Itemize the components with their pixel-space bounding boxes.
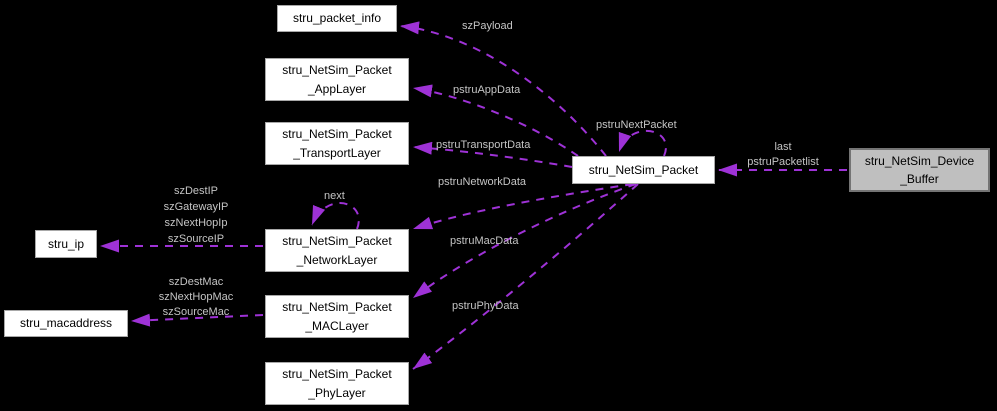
edge-label-pstruappdata: pstruAppData [453, 84, 521, 96]
edge-label-next: next [324, 190, 345, 202]
edge-label-pstrutransportdata: pstruTransportData [436, 139, 531, 151]
edge-label-mac-fields: szDestMac szNextHopMac szSourceMac [158, 276, 234, 318]
node-stru-netsim-packet-applayer[interactable]: stru_NetSim_Packet _AppLayer [265, 58, 409, 101]
edge-pstrumacdata-arrow [412, 183, 637, 299]
node-stru-netsim-packet[interactable]: stru_NetSim_Packet [572, 156, 715, 184]
node-stru-ip[interactable]: stru_ip [35, 230, 97, 258]
edge-next-self-loop [311, 202, 360, 230]
edge-pstrunetworkdata-arrow [412, 183, 634, 230]
edge-szpayload-arrow [399, 21, 607, 157]
node-stru-macaddress[interactable]: stru_macaddress [4, 310, 128, 337]
node-stru-netsim-device-buffer: stru_NetSim_Device _Buffer [849, 148, 990, 192]
edge-label-pstrunextpacket: pstruNextPacket [596, 119, 677, 131]
edge-pstruphydata-arrow [412, 183, 639, 370]
edge-label-szpayload: szPayload [462, 20, 513, 32]
edge-pstrunextpacket-self-loop [618, 129, 667, 157]
edge-label-ip-fields: szDestIP szGatewayIP szNextHopIp szSourc… [163, 185, 229, 245]
node-stru-netsim-packet-maclayer[interactable]: stru_NetSim_Packet _MACLayer [265, 295, 409, 338]
node-stru-netsim-packet-transportlayer[interactable]: stru_NetSim_Packet _TransportLayer [265, 122, 409, 165]
node-stru-netsim-packet-phylayer[interactable]: stru_NetSim_Packet _PhyLayer [265, 362, 409, 405]
edge-label-last-pstrupacketlist: last pstruPacketlist [747, 141, 819, 168]
node-stru-packet-info[interactable]: stru_packet_info [277, 5, 397, 32]
edge-mac-fields-arrow [130, 313, 264, 327]
edge-pstruappdata-arrow [412, 84, 579, 157]
edge-label-pstruphydata: pstruPhyData [452, 300, 519, 312]
edge-pstrutransportdata-arrow [412, 141, 573, 168]
node-stru-netsim-packet-networklayer[interactable]: stru_NetSim_Packet _NetworkLayer [265, 229, 409, 272]
edge-label-pstrumacdata: pstruMacData [450, 235, 519, 247]
edge-label-pstrunetworkdata: pstruNetworkData [438, 176, 527, 188]
